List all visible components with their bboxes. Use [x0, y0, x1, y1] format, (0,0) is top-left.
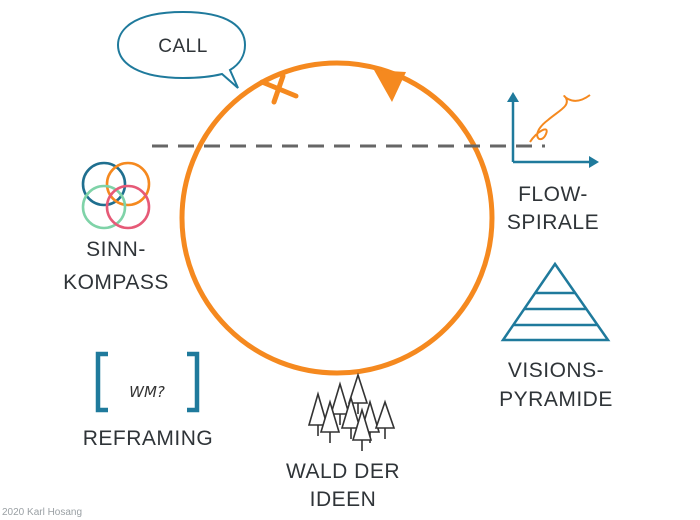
cross-mark-icon: [259, 73, 299, 105]
sinnkompass-label-line2: KOMPASS: [63, 271, 169, 294]
call-speech-bubble: CALL: [116, 10, 247, 89]
reframing-bracket-text: WM?: [129, 383, 165, 401]
forest-trees-icon: [307, 372, 396, 451]
vision-label-line1: VISIONS-: [508, 359, 604, 382]
wald-label-line2: IDEEN: [310, 488, 377, 511]
wald-label-line1: WALD DER: [286, 460, 400, 483]
call-label: CALL: [158, 36, 208, 57]
cycle-arrowhead: [374, 70, 406, 102]
reframing-label: REFRAMING: [83, 427, 214, 450]
flow-label-line2: SPIRALE: [507, 211, 599, 234]
cycle-circle: [179, 60, 495, 376]
flow-label-line1: FLOW-: [518, 183, 588, 206]
reframing-brackets-icon: [95, 351, 200, 413]
flow-chart-icon: [507, 92, 599, 168]
vision-label-line2: PYRAMIDE: [499, 388, 613, 411]
pyramid-icon: [500, 261, 611, 342]
sinnkompass-label-line1: SINN-: [86, 238, 146, 261]
venn-circles-icon: [81, 161, 151, 230]
credit-text: 2020 Karl Hosang: [2, 507, 82, 518]
